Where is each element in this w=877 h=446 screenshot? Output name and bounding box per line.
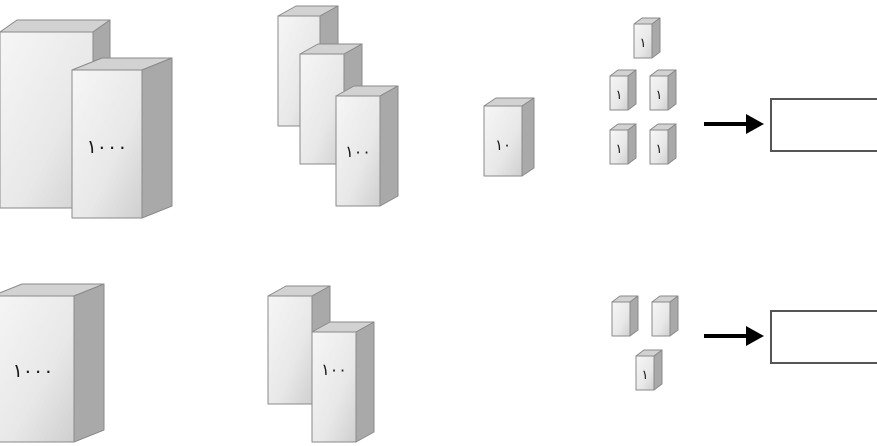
block-front-face [612,302,630,336]
thousand-label: ١٠٠٠ [0,360,74,382]
block-side-face [652,18,660,58]
ten-label: ١٠ [484,136,522,154]
block-side-face [668,70,676,110]
right-arrow-icon [704,324,764,348]
hundred-label: ١٠٠ [336,142,380,161]
answer-box[interactable] [770,98,877,152]
one-block: ١ [610,124,636,164]
ten-block: ١٠ [484,98,534,176]
thousand-label: ١٠٠٠ [72,136,142,158]
block-front-face [652,302,670,336]
one-block [612,296,638,336]
one-block: ١ [650,124,676,164]
one-block: ١ [610,70,636,110]
answer-box[interactable] [770,310,877,364]
one-block: ١ [634,18,660,58]
one-label: ١ [636,368,654,383]
block-side-face [522,98,534,176]
one-block: ١ [650,70,676,110]
thousand-block: ١٠٠٠ [72,58,172,218]
block-side-face [628,70,636,110]
block-front-face [268,296,312,404]
right-arrow-icon [704,112,764,136]
one-block [652,296,678,336]
block-side-face [630,296,638,336]
hundred-block: ١٠٠ [336,86,398,206]
one-label: ١ [610,88,628,103]
block-side-face [74,284,104,442]
block-side-face [628,124,636,164]
one-block: ١ [636,350,662,390]
block-side-face [356,322,374,442]
one-label: ١ [610,142,628,157]
block-side-face [670,296,678,336]
block-shape [312,322,374,442]
block-side-face [380,86,398,206]
one-label: ١ [650,142,668,157]
block-shape [652,296,678,336]
block-side-face [654,350,662,390]
block-side-face [668,124,676,164]
hundred-label: ١٠٠ [312,360,356,379]
one-label: ١ [650,88,668,103]
one-label: ١ [634,36,652,51]
thousand-block: ١٠٠٠ [0,284,104,442]
block-top-face [0,20,110,32]
block-side-face [142,58,172,218]
block-shape [612,296,638,336]
hundred-block: ١٠٠ [312,322,374,442]
block-front-face [312,332,356,442]
